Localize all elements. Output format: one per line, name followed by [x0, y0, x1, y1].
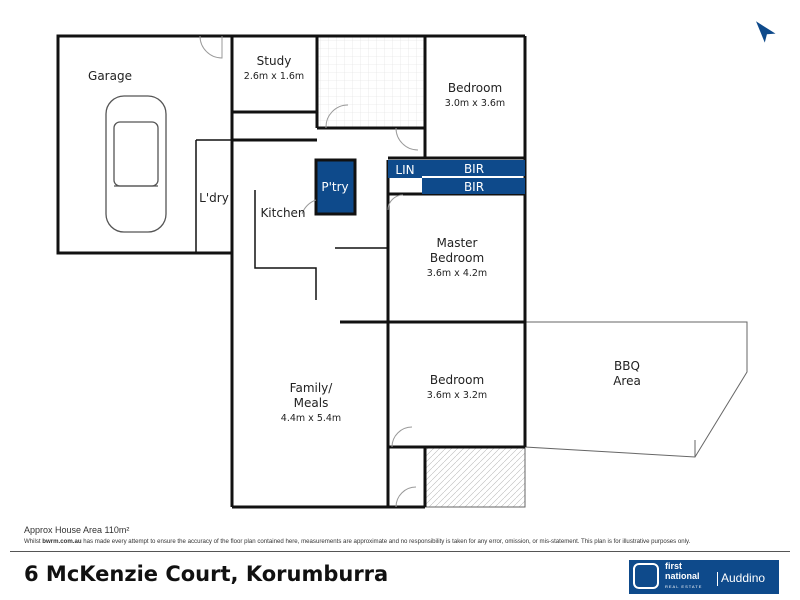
logo-line1: first — [665, 561, 683, 571]
label-family-1: Family/ — [290, 381, 334, 395]
label-bedroom-2: Bedroom — [430, 373, 484, 387]
label-linen: LIN — [395, 163, 414, 177]
label-pantry: P'try — [321, 180, 348, 194]
linen-cupboard — [388, 160, 422, 178]
label-family-2: Meals — [294, 396, 329, 410]
disclaimer: Whilst bwrm.com.au has made every attemp… — [24, 538, 690, 545]
disclaimer-prefix: Whilst — [24, 538, 43, 545]
disclaimer-text: has made every attempt to ensure the acc… — [81, 538, 691, 545]
label-master-1: Master — [437, 236, 478, 250]
logo-line3: REAL ESTATE — [665, 584, 703, 589]
label-bedroom-1: Bedroom — [448, 81, 502, 95]
deck — [424, 446, 526, 508]
dim-family: 4.4m x 5.4m — [281, 413, 341, 424]
logo-line2: national — [665, 571, 700, 581]
property-address: 6 McKenzie Court, Korumburra — [24, 562, 389, 586]
house-area: Approx House Area 110m² — [24, 525, 130, 535]
label-kitchen: Kitchen — [260, 206, 305, 220]
agency-logo: first national REAL ESTATE Auddino — [629, 560, 779, 594]
logo-office: Auddino — [721, 571, 766, 585]
label-study: Study — [257, 54, 292, 68]
bbq-area — [524, 321, 748, 458]
label-bir-1: BIR — [464, 162, 484, 176]
label-bir-2: BIR — [464, 180, 484, 194]
car-icon — [105, 95, 167, 233]
door-swings — [199, 35, 419, 508]
divider — [10, 551, 790, 552]
bir-1 — [422, 160, 525, 176]
label-master-2: Bedroom — [430, 251, 484, 265]
label-garage: Garage — [88, 69, 132, 83]
walls — [56, 34, 527, 509]
dim-study: 2.6m x 1.6m — [244, 71, 304, 82]
bir-2 — [422, 178, 525, 194]
dim-bedroom-1: 3.0m x 3.6m — [445, 98, 505, 109]
logo-divider — [717, 572, 718, 586]
label-laundry: L'dry — [199, 191, 229, 205]
disclaimer-site: bwrm.com.au — [42, 538, 82, 545]
label-bbq-2: Area — [613, 374, 641, 388]
north-arrow-icon — [756, 21, 776, 43]
bathroom — [317, 36, 425, 128]
dim-bedroom-2: 3.6m x 3.2m — [427, 390, 487, 401]
label-bbq-1: BBQ — [614, 359, 640, 373]
logo-mark-icon — [633, 563, 659, 589]
dim-master: 3.6m x 4.2m — [427, 268, 487, 279]
